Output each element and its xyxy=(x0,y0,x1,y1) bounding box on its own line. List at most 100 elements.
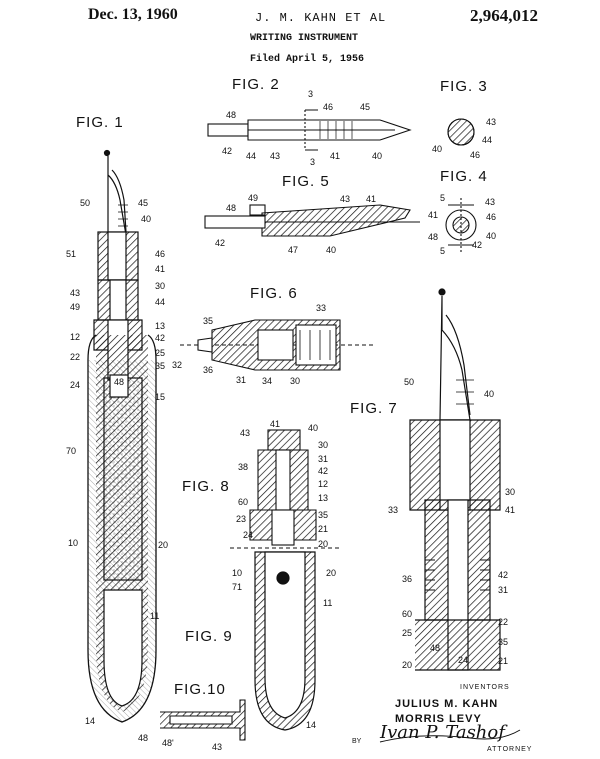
ref-numeral: 22 xyxy=(498,617,509,627)
ref-numeral: 43 xyxy=(485,197,496,207)
ref-numeral: 41 xyxy=(155,264,166,274)
figure-2-drawing xyxy=(207,109,412,151)
ref-numeral: 42 xyxy=(318,466,329,476)
fig-9-label: FIG. 9 xyxy=(185,628,233,645)
ref-numeral: 5 xyxy=(440,246,446,256)
ref-numeral: 11 xyxy=(323,598,333,608)
ref-numeral: 20 xyxy=(326,568,337,578)
inventor-name-1: JULIUS M. KAHN xyxy=(395,698,499,710)
ref-numeral: 40 xyxy=(372,151,383,161)
attorney-signature: Ivan P. Tashof xyxy=(380,722,505,743)
ref-numeral: 24 xyxy=(243,530,254,540)
ref-numeral: 24 xyxy=(458,655,469,665)
ref-numeral: 48 xyxy=(430,643,441,653)
fig-6-label: FIG. 6 xyxy=(250,285,298,302)
ref-numeral: 41 xyxy=(366,194,377,204)
patent-date: Dec. 13, 1960 xyxy=(88,6,178,23)
ref-numeral: 47 xyxy=(288,245,299,255)
ref-numeral: 31 xyxy=(236,375,247,385)
ref-numeral: 48 xyxy=(428,232,439,242)
ref-numeral: 33 xyxy=(316,303,327,313)
ref-numeral: 44 xyxy=(155,297,166,307)
patent-number: 2,964,012 xyxy=(470,6,538,25)
ref-numeral: 13 xyxy=(155,321,166,331)
signature-underline xyxy=(379,729,521,743)
fig-1-label: FIG. 1 xyxy=(76,114,124,131)
ref-numeral: 46 xyxy=(155,249,166,259)
ref-numeral: 50 xyxy=(80,198,91,208)
ref-numeral: 5 xyxy=(440,193,446,203)
ref-numeral: 40 xyxy=(308,423,319,433)
ref-numeral: 46 xyxy=(470,150,481,160)
ref-numeral: 40 xyxy=(141,214,152,224)
ref-numeral: 12 xyxy=(318,479,329,489)
ref-numeral: 30 xyxy=(318,440,329,450)
figure-10-drawing xyxy=(160,699,246,741)
ref-numeral: 15 xyxy=(155,392,166,402)
ref-numeral: 42 xyxy=(155,333,166,343)
fig-5-label: FIG. 5 xyxy=(282,173,330,190)
ref-numeral: 71 xyxy=(232,582,243,592)
ref-numeral: 40 xyxy=(432,144,443,154)
ref-numeral: 60 xyxy=(238,497,249,507)
ref-numeral: 3 xyxy=(310,157,316,167)
ref-numeral: 30 xyxy=(505,487,516,497)
ref-numeral: 35 xyxy=(498,637,509,647)
figure-5-drawing xyxy=(204,204,420,237)
ref-numeral: 60 xyxy=(402,609,413,619)
ref-numeral: 40 xyxy=(326,245,337,255)
ref-numeral: 25 xyxy=(155,348,166,358)
figure-9-drawing xyxy=(254,551,316,731)
ref-numeral: 42 xyxy=(472,240,483,250)
inventor-name-2: MORRIS LEVY xyxy=(395,713,482,725)
ref-numeral: 50 xyxy=(404,377,415,387)
ref-numeral: 35 xyxy=(318,510,329,520)
ref-numeral: 48' xyxy=(162,738,174,748)
ref-numeral: 41 xyxy=(428,210,439,220)
fig-7-label: FIG. 7 xyxy=(350,400,398,417)
ref-numeral: 21 xyxy=(498,656,509,666)
ref-numeral: 40 xyxy=(486,231,497,241)
figure-1-drawing xyxy=(87,149,157,723)
fig-3-label: FIG. 3 xyxy=(440,78,488,95)
figure-3-drawing xyxy=(447,118,475,146)
ref-numeral: 48 xyxy=(138,733,149,743)
ref-numeral: 31 xyxy=(498,585,509,595)
ref-numeral: 24 xyxy=(70,380,81,390)
ref-numeral: 11 xyxy=(150,611,160,621)
patent-title: WRITING INSTRUMENT xyxy=(250,33,359,44)
ref-numeral: 51 xyxy=(66,249,77,259)
ref-numeral: 23 xyxy=(236,514,247,524)
ref-numeral: 20 xyxy=(402,660,413,670)
ref-numeral: 36 xyxy=(203,365,214,375)
ref-numeral: 48 xyxy=(226,110,237,120)
ref-numeral: 43 xyxy=(340,194,351,204)
ref-numeral: 30 xyxy=(155,281,166,291)
inventors-label: INVENTORS xyxy=(460,684,510,691)
ref-numeral: 34 xyxy=(262,376,273,386)
ref-numeral: 43 xyxy=(70,288,81,298)
ref-numeral: 33 xyxy=(388,505,399,515)
ref-numeral: 25 xyxy=(402,628,413,638)
by-label: BY xyxy=(352,738,362,745)
ref-numeral: 44 xyxy=(246,151,257,161)
figure-7-drawing xyxy=(409,288,501,671)
ref-numeral: 40 xyxy=(484,389,495,399)
ref-numeral: 41 xyxy=(505,505,516,515)
ref-numeral: 46 xyxy=(486,212,497,222)
ref-numeral: 36 xyxy=(402,574,413,584)
ref-numeral: 10 xyxy=(232,568,243,578)
ref-numeral: 31 xyxy=(318,454,329,464)
ref-numeral: 38 xyxy=(238,462,249,472)
ref-numeral: 32 xyxy=(172,360,183,370)
ref-numeral: 49 xyxy=(70,302,81,312)
ref-numeral: 48 xyxy=(226,203,237,213)
ref-numeral: 44 xyxy=(482,135,493,145)
ref-numeral: 3 xyxy=(308,89,314,99)
ref-numeral: 20 xyxy=(158,540,169,550)
ref-numeral: 21 xyxy=(318,524,329,534)
ref-numeral: 46 xyxy=(323,102,334,112)
ref-numeral: 14 xyxy=(306,720,317,730)
ref-numeral: 41 xyxy=(330,151,341,161)
